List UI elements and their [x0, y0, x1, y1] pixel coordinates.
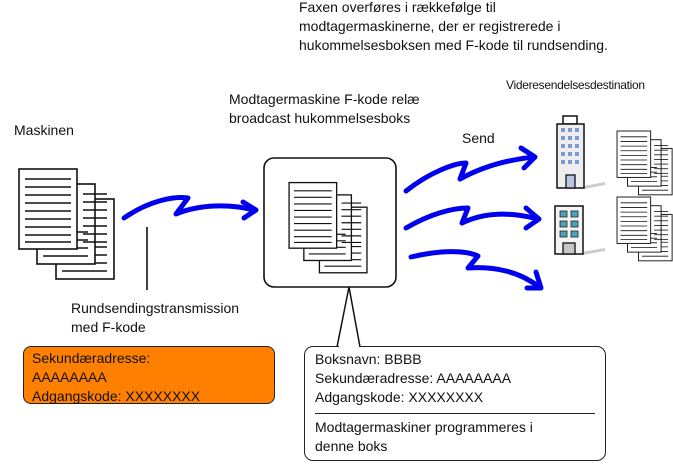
transmission-label-line-2: med F-kode	[71, 319, 146, 335]
destination-building-1-icon	[556, 115, 605, 189]
transmission-arrow	[121, 195, 259, 221]
box-name-line: Boksnavn: BBBB	[315, 351, 422, 367]
relay-box-label-line-1: Modtagermaskine F-kode relæ	[229, 91, 420, 107]
sender-info-line-2: AAAAAAAA	[32, 369, 107, 385]
box-subaddress-line: Sekundæradresse: AAAAAAAA	[315, 370, 512, 386]
send-arrow-3	[408, 249, 544, 291]
destination-2-document-stack-icon	[616, 196, 673, 262]
destination-1-document-stack-icon	[616, 130, 673, 196]
sender-info-line-1: Sekundæradresse:	[32, 350, 151, 366]
transmission-label-line-1: Rundsendingstransmission	[71, 300, 240, 316]
source-machine-label: Maskinen	[14, 122, 74, 138]
sender-info-line-3: Adgangskode: XXXXXXXX	[32, 388, 201, 404]
send-arrow-2	[403, 205, 542, 231]
callout-pointer-joint	[338, 345, 359, 349]
destination-building-2-icon	[554, 205, 605, 255]
send-label: Send	[462, 130, 495, 146]
callout-divider	[315, 413, 595, 414]
sender-info-box: Sekundæradresse: AAAAAAAA Adgangskode: X…	[23, 346, 275, 404]
relay-box-label-line-2: broadcast hukommelsesboks	[229, 110, 411, 126]
box-info-callout: Boksnavn: BBBB Sekundæradresse: AAAAAAAA…	[304, 346, 606, 461]
box-passcode-line: Adgangskode: XXXXXXXX	[315, 389, 484, 405]
description-line-3: hukommelsesboksen med F-kode til rundsen…	[299, 37, 608, 53]
send-arrow-1	[403, 145, 538, 194]
box-note-line-2: denne boks	[315, 438, 388, 454]
callout-pointer	[336, 286, 361, 348]
description-line-2: modtagermaskinerne, der er registrerede …	[299, 18, 561, 34]
box-note-line-1: Modtagermaskiner programmeres i	[315, 419, 533, 435]
source-document-stack-icon	[18, 168, 115, 280]
destination-label: Videresendelsesdestination	[506, 78, 645, 92]
description-line-1: Faxen overføres i rækkefølge til	[299, 0, 496, 15]
